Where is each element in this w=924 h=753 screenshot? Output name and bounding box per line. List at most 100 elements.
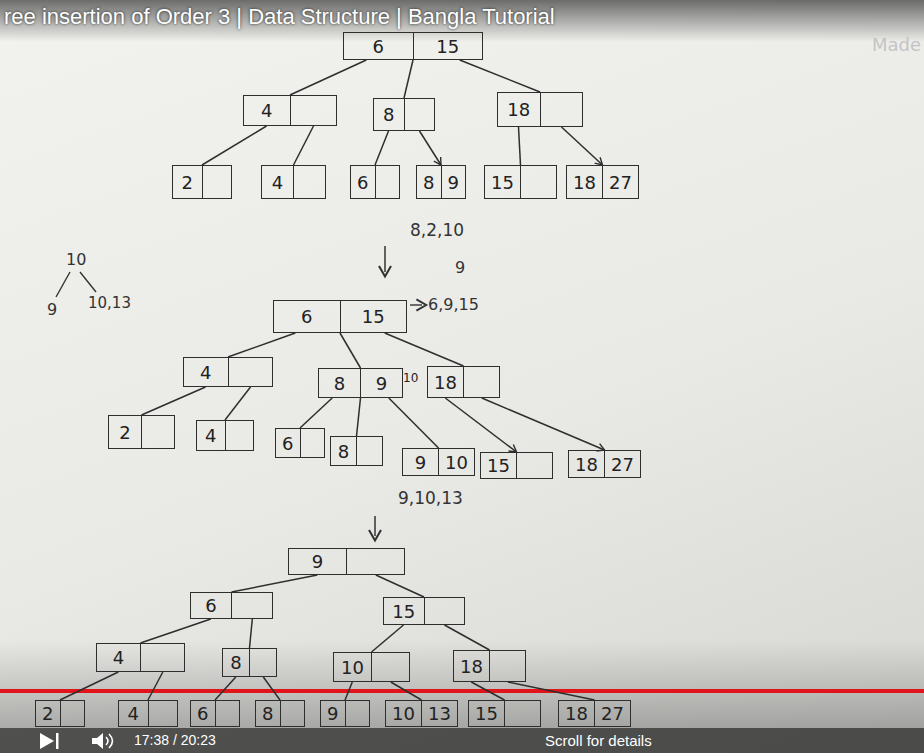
btree-node: 4: [243, 95, 337, 126]
key-slot: 18: [498, 93, 540, 126]
key-slot: 9: [441, 166, 466, 198]
step-note: 8,2,10: [410, 220, 464, 240]
key-slot: 10: [386, 701, 421, 726]
play-icon: [56, 733, 59, 749]
empty-slot: [148, 701, 178, 726]
progress-bar: [0, 689, 924, 693]
key-slot: 9: [360, 369, 402, 397]
btree-node: 18: [427, 366, 500, 398]
key-slot: 6: [274, 301, 340, 332]
key-value: 18: [575, 454, 598, 475]
step-note: 9: [455, 258, 465, 277]
tree-edge: [202, 126, 267, 165]
key-value: 6: [373, 36, 384, 57]
key-slot: 15: [340, 301, 407, 332]
key-value: 2: [119, 422, 130, 443]
key-value: 8: [334, 373, 345, 394]
key-slot: 9: [321, 701, 345, 726]
key-slot: 6: [191, 593, 231, 618]
btree-node: 8910: [318, 368, 403, 398]
key-slot: 15: [481, 453, 516, 478]
key-value: 9: [376, 373, 387, 394]
tree-edge: [300, 398, 332, 428]
empty-slot: [228, 358, 273, 386]
key-slot: 27: [602, 166, 638, 198]
empty-slot: [371, 653, 409, 681]
controls-shade: [0, 640, 924, 728]
sketch-line: [56, 272, 70, 297]
key-slot: 9: [403, 449, 438, 475]
empty-slot: [504, 701, 540, 726]
btree-node: 15: [484, 165, 557, 199]
tree-edge: [290, 60, 366, 95]
empty-slot: [293, 166, 325, 198]
title-shade: [0, 0, 924, 42]
key-slot: 6: [344, 33, 413, 59]
watermark: Made: [872, 34, 921, 55]
btree-node: 4: [183, 357, 273, 387]
empty-slot: [424, 598, 465, 624]
btree-node: 9: [288, 548, 405, 575]
btree-node: 1013: [385, 700, 458, 727]
btree-node: 8: [255, 700, 305, 727]
tree-edge: [471, 682, 504, 700]
empty-slot: [231, 593, 272, 618]
key-value: 8: [383, 104, 394, 125]
btree-node: 615: [273, 300, 407, 333]
tree-edge: [482, 398, 605, 450]
key-slot: 18: [559, 701, 594, 726]
empty-slot: [516, 453, 552, 478]
step-note: 9,10,13: [398, 488, 463, 508]
tree-edge: [445, 398, 516, 452]
key-value: 9: [415, 452, 426, 473]
tree-edge: [391, 682, 422, 700]
key-value: 18: [573, 172, 596, 193]
btree-node: 15: [480, 452, 553, 479]
btree-node: 6: [190, 700, 240, 727]
tree-edge: [345, 682, 352, 700]
key-slot: 4: [97, 644, 140, 671]
volume-icon: [106, 737, 108, 745]
key-slot: 8: [319, 369, 360, 397]
btree-node: 10: [333, 652, 410, 682]
key-value: 8: [423, 172, 434, 193]
btree-node: 4: [118, 700, 178, 727]
key-slot: 6: [351, 166, 375, 198]
tree-edge: [225, 387, 251, 420]
key-value: 4: [205, 425, 216, 446]
key-value: 4: [272, 172, 283, 193]
video-hint: Scroll for details: [545, 732, 652, 749]
empty-slot: [300, 429, 325, 457]
key-slot: 2: [173, 166, 202, 198]
tree-edge: [372, 625, 404, 652]
btree-node: 9: [320, 700, 370, 727]
key-slot: 4: [184, 358, 228, 386]
tree-edge: [60, 672, 118, 700]
tree-edge: [215, 677, 236, 700]
key-value: 9: [312, 551, 323, 572]
empty-slot: [346, 549, 404, 574]
btree-node: 6: [350, 165, 400, 199]
key-value: 15: [491, 172, 514, 193]
btree-node: 15: [383, 597, 465, 625]
btree-node: 1827: [568, 450, 641, 478]
tree-edge: [445, 625, 490, 650]
empty-slot: [520, 166, 556, 198]
empty-slot: [540, 93, 583, 126]
key-slot: 15: [413, 33, 483, 59]
key-slot: 2: [109, 416, 141, 448]
btree-node: 8: [373, 98, 435, 131]
tree-edge: [228, 333, 295, 357]
key-slot: 8: [331, 437, 356, 465]
key-slot: 18: [567, 166, 602, 198]
key-slot: 8: [417, 166, 441, 198]
note-arrow: [410, 304, 422, 305]
key-value: 8: [230, 652, 241, 673]
key-slot: 27: [594, 701, 630, 726]
tree-edge: [508, 682, 595, 700]
empty-slot: [141, 416, 174, 448]
btree-node: 89: [416, 165, 466, 199]
tree-edge: [389, 398, 439, 448]
key-slot: 4: [262, 166, 293, 198]
